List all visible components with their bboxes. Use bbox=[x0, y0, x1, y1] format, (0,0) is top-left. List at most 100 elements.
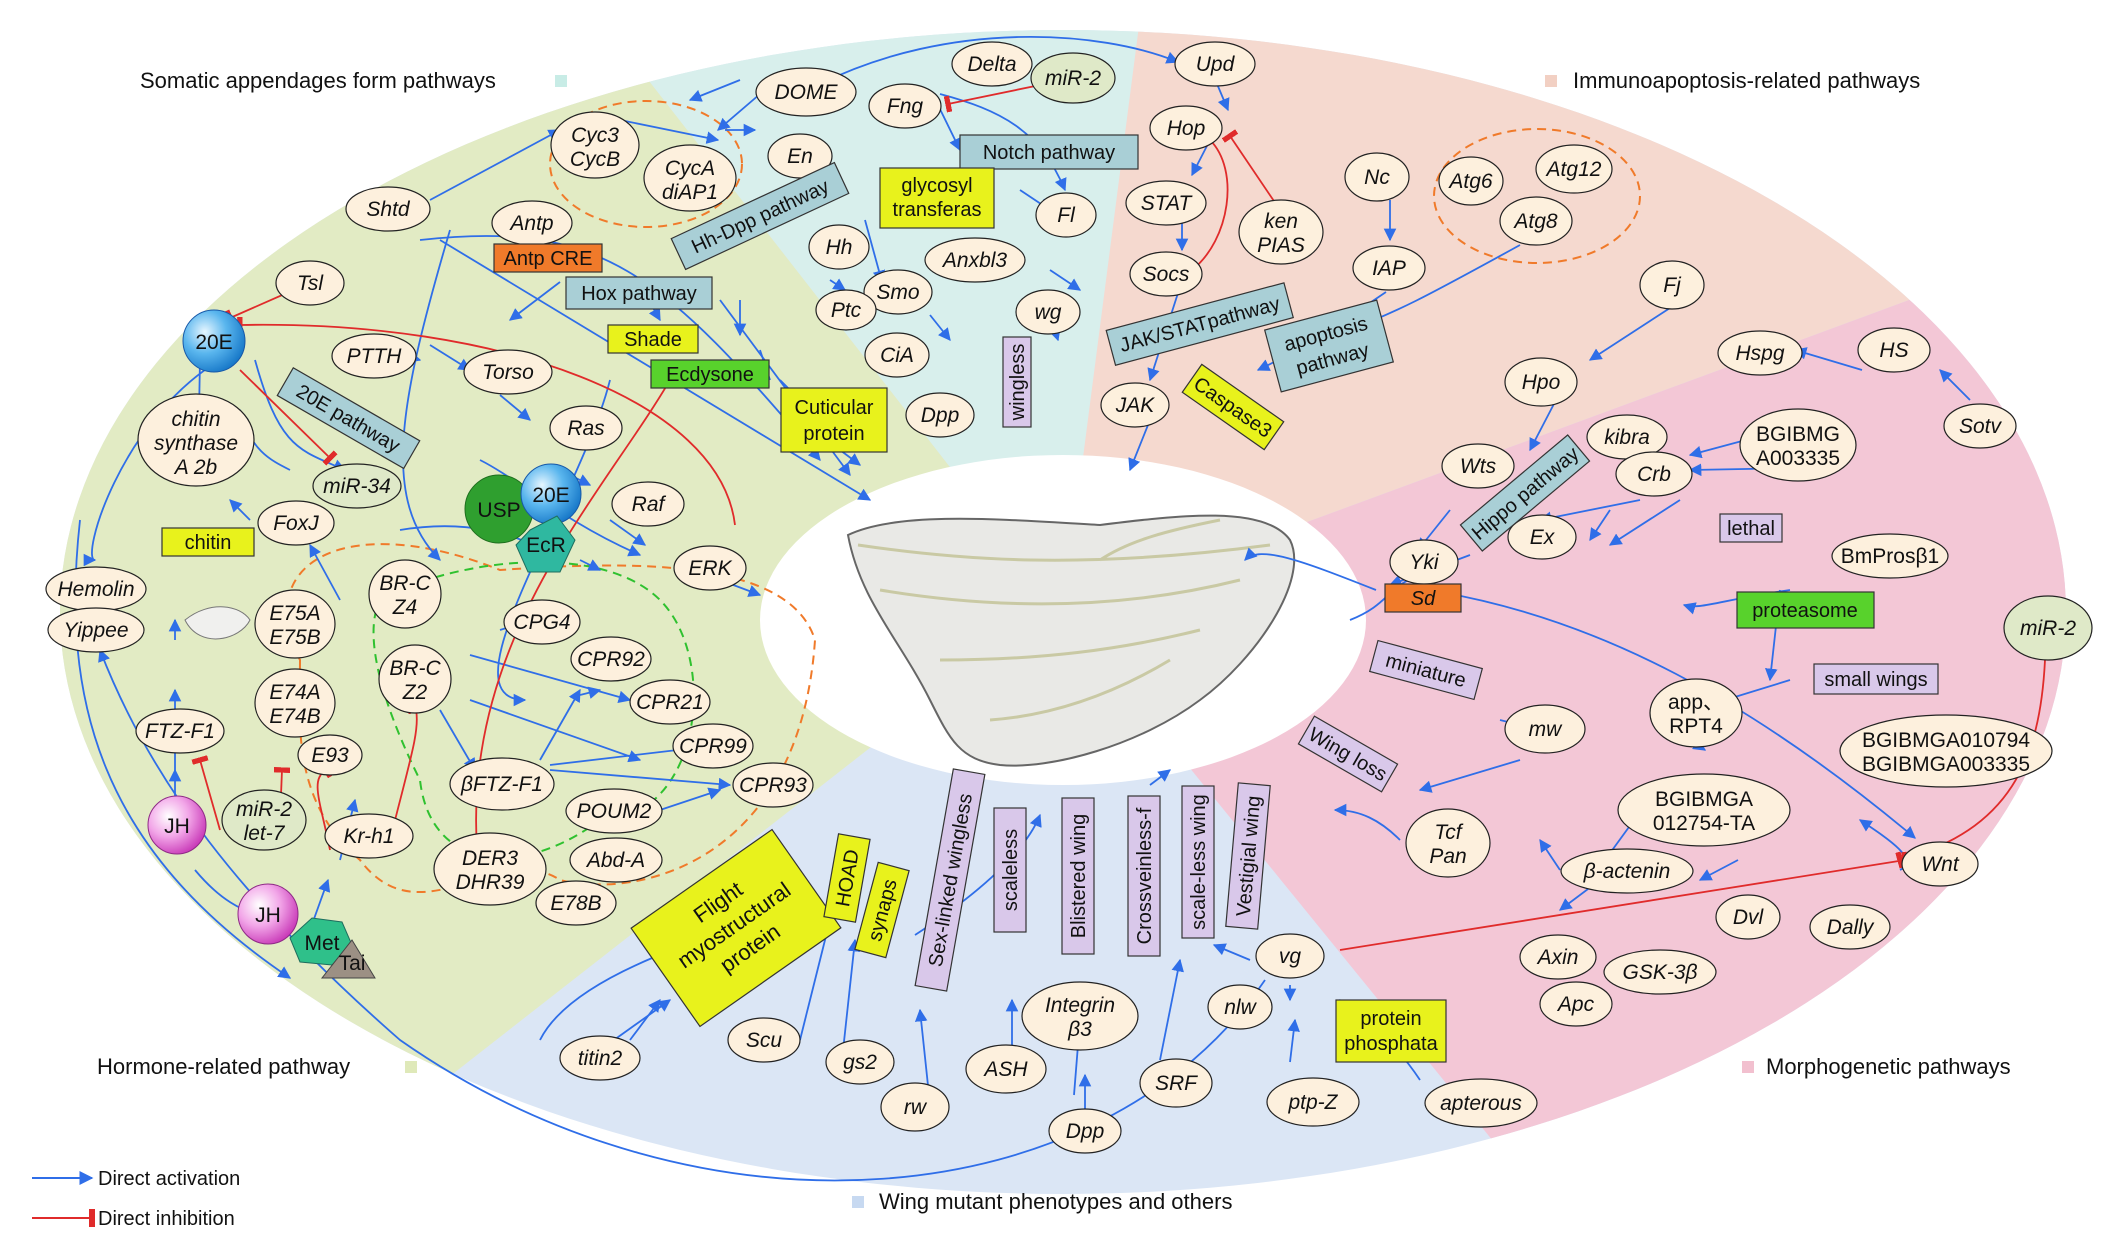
node-hh: Hh bbox=[808, 224, 870, 270]
svg-text:Axin: Axin bbox=[1536, 946, 1579, 969]
svg-text:CPR21: CPR21 bbox=[636, 691, 704, 714]
node-shtd: Shtd bbox=[345, 186, 431, 232]
box-smallwings: small wings bbox=[1813, 663, 1939, 695]
svg-text:STAT: STAT bbox=[1141, 192, 1194, 215]
svg-text:BR-C: BR-C bbox=[379, 572, 431, 595]
svg-text:Blistered wing: Blistered wing bbox=[1068, 814, 1090, 939]
node-crb: Crb bbox=[1615, 451, 1693, 497]
svg-text:mw: mw bbox=[1529, 718, 1563, 741]
svg-text:scaleless: scaleless bbox=[1000, 829, 1022, 911]
section-morpho-label: Morphogenetic pathways bbox=[1766, 1054, 2011, 1079]
svg-text:Met: Met bbox=[304, 932, 339, 955]
box-scaleless-wing: scale-less wing bbox=[1181, 785, 1215, 939]
svg-text:CycA: CycA bbox=[665, 157, 715, 180]
svg-text:012754-TA: 012754-TA bbox=[1653, 812, 1755, 835]
svg-text:JAK: JAK bbox=[1115, 394, 1156, 417]
node-ptpz: ptp-Z bbox=[1266, 1077, 1360, 1127]
node-wnt: Wnt bbox=[1901, 841, 1979, 887]
node-nlw: nlw bbox=[1207, 984, 1273, 1030]
svg-text:Socs: Socs bbox=[1143, 263, 1190, 286]
node-hpo: Hpo bbox=[1504, 357, 1578, 407]
box-notch: Notch pathway bbox=[959, 134, 1139, 170]
node-mir2-right: miR-2 bbox=[2003, 595, 2093, 661]
svg-text:Anxbl3: Anxbl3 bbox=[941, 249, 1008, 272]
svg-text:wingless: wingless bbox=[1007, 344, 1029, 422]
node-cpr93: CPR93 bbox=[732, 762, 814, 808]
svg-text:Yki: Yki bbox=[1409, 551, 1440, 574]
svg-text:20E: 20E bbox=[532, 484, 569, 507]
svg-text:Dpp: Dpp bbox=[1066, 1120, 1105, 1143]
box-hoad: HOAD bbox=[823, 833, 871, 923]
section-hormone-label: Hormone-related pathway bbox=[97, 1054, 350, 1079]
node-iap: IAP bbox=[1352, 245, 1426, 291]
legend-activation-label: Direct activation bbox=[98, 1168, 240, 1190]
svg-text:miR-34: miR-34 bbox=[323, 475, 391, 498]
node-atg6: Atg6 bbox=[1438, 156, 1504, 206]
svg-text:glycosyl: glycosyl bbox=[901, 175, 972, 197]
node-dally: Dally bbox=[1809, 904, 1891, 950]
node-smo: Smo bbox=[863, 269, 933, 315]
svg-text:CPG4: CPG4 bbox=[513, 611, 570, 634]
svg-text:miR-2: miR-2 bbox=[236, 798, 292, 821]
svg-text:Sotv: Sotv bbox=[1959, 415, 2003, 438]
svg-text:Upd: Upd bbox=[1196, 53, 1236, 76]
svg-text:let-7: let-7 bbox=[244, 822, 286, 845]
svg-text:BmProsβ1: BmProsβ1 bbox=[1841, 545, 1939, 568]
svg-text:proteasome: proteasome bbox=[1752, 600, 1858, 622]
svg-text:Nc: Nc bbox=[1364, 166, 1390, 189]
svg-text:Tcf: Tcf bbox=[1434, 821, 1463, 844]
svg-text:20E: 20E bbox=[195, 331, 232, 354]
node-upd: Upd bbox=[1174, 41, 1256, 87]
svg-text:Tsl: Tsl bbox=[297, 272, 324, 295]
svg-text:Crossveinless-f: Crossveinless-f bbox=[1134, 807, 1156, 944]
node-bactenin: β-actenin bbox=[1560, 848, 1694, 894]
node-abda: Abd-A bbox=[569, 837, 663, 883]
node-atg12: Atg12 bbox=[1535, 144, 1613, 194]
node-bftzf1: βFTZ-F1 bbox=[449, 757, 555, 811]
svg-text:E74A: E74A bbox=[269, 681, 320, 704]
svg-text:Abd-A: Abd-A bbox=[585, 849, 645, 872]
node-kibra: kibra bbox=[1586, 414, 1668, 460]
svg-text:Z2: Z2 bbox=[402, 681, 428, 704]
svg-text:Dally: Dally bbox=[1827, 916, 1875, 939]
node-hemolin: Hemolin bbox=[45, 566, 147, 612]
node-mw: mw bbox=[1504, 704, 1586, 754]
section-immuno-label: Immunoapoptosis-related pathways bbox=[1573, 68, 1920, 93]
node-axin: Axin bbox=[1519, 934, 1597, 980]
svg-text:RPT4: RPT4 bbox=[1669, 715, 1723, 738]
svg-text:gs2: gs2 bbox=[843, 1051, 877, 1074]
box-antpcre: Antp CRE bbox=[493, 243, 603, 273]
svg-text:Ras: Ras bbox=[567, 417, 605, 440]
svg-text:lethal: lethal bbox=[1727, 518, 1775, 540]
svg-text:ptp-Z: ptp-Z bbox=[1287, 1091, 1338, 1114]
svg-text:CPR93: CPR93 bbox=[739, 774, 807, 797]
svg-text:E75B: E75B bbox=[269, 626, 320, 649]
svg-text:ASH: ASH bbox=[982, 1058, 1028, 1081]
node-ras: Ras bbox=[549, 405, 623, 451]
node-bgibmga003335: BGIBMGA003335 bbox=[1739, 408, 1857, 482]
svg-text:wg: wg bbox=[1035, 301, 1062, 324]
svg-text:JH: JH bbox=[164, 815, 190, 838]
node-erk: ERK bbox=[673, 545, 747, 591]
node-20e-b: 20E bbox=[520, 463, 582, 525]
box-scaleless: scaleless bbox=[993, 807, 1027, 933]
svg-text:A003335: A003335 bbox=[1756, 447, 1840, 470]
svg-text:Hemolin: Hemolin bbox=[57, 578, 134, 601]
node-anxbl3: Anxbl3 bbox=[924, 237, 1026, 283]
box-lethal: lethal bbox=[1719, 513, 1783, 543]
svg-text:app、: app、 bbox=[1668, 691, 1724, 714]
svg-text:En: En bbox=[787, 145, 813, 168]
svg-text:Apc: Apc bbox=[1556, 993, 1595, 1016]
svg-text:Z4: Z4 bbox=[392, 596, 418, 619]
svg-text:scale-less wing: scale-less wing bbox=[1188, 794, 1210, 930]
svg-text:Hop: Hop bbox=[1167, 117, 1206, 140]
svg-text:β3: β3 bbox=[1067, 1018, 1092, 1041]
svg-text:HS: HS bbox=[1879, 339, 1908, 362]
node-gsk: GSK-3β bbox=[1603, 949, 1717, 995]
svg-text:Cuticular: Cuticular bbox=[795, 397, 874, 419]
